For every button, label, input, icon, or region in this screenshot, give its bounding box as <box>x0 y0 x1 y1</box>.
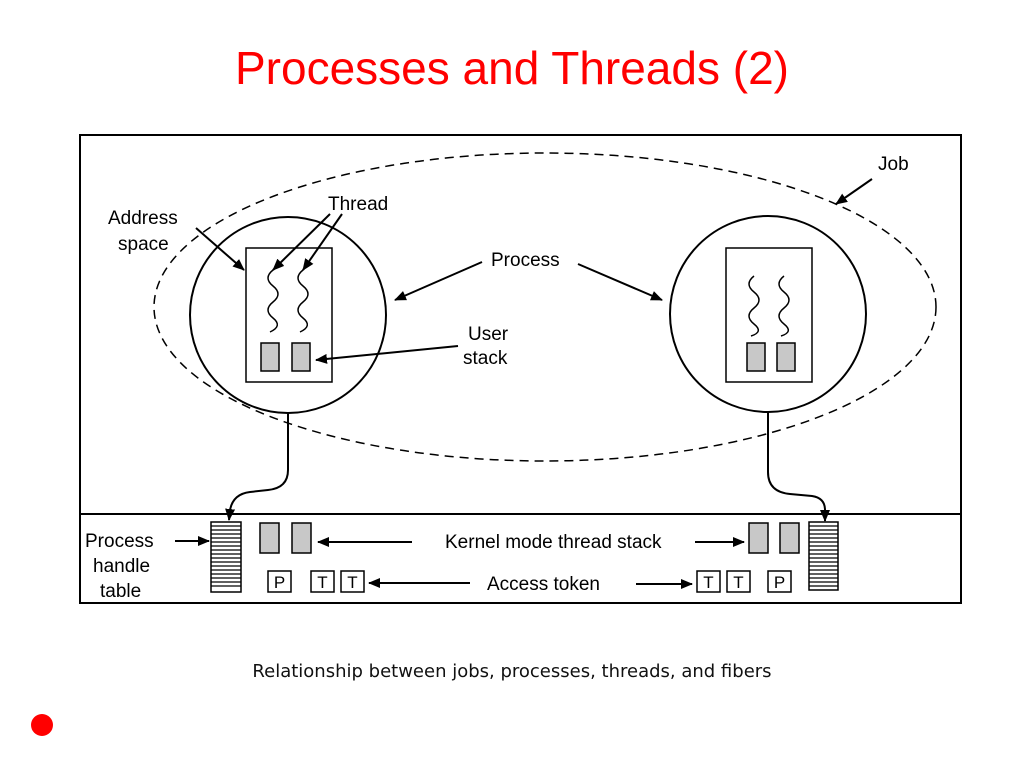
process-handle-table-left <box>210 521 242 593</box>
slide-title: Processes and Threads (2) <box>235 42 789 94</box>
kernel-mode-thread-stack-label: Kernel mode thread stack <box>445 532 662 553</box>
user-stack <box>291 342 311 372</box>
thread-label: Thread <box>328 194 388 215</box>
job-boundary <box>153 152 937 462</box>
kernel-stack <box>259 522 280 554</box>
token-label: T <box>703 573 713 592</box>
user-stack-label: stack <box>463 348 508 369</box>
user-stack <box>260 342 280 372</box>
kernel-stack <box>779 522 800 554</box>
process-handle-table-label: Process <box>85 531 154 552</box>
address-space-label: Address <box>108 208 178 229</box>
handle-table-connector-left <box>225 413 289 521</box>
arrow-user-stack <box>315 345 459 364</box>
kernel-stack <box>748 522 769 554</box>
access-tokens-left: P T T <box>267 570 365 593</box>
process-left <box>189 216 387 414</box>
kernel-stack <box>291 522 312 554</box>
user-stack <box>746 342 766 372</box>
access-token-label: Access token <box>487 574 600 595</box>
handle-table-connector-right <box>767 412 830 522</box>
address-space-label: space <box>118 234 169 255</box>
thread-squiggle <box>267 269 279 333</box>
token-label: T <box>347 573 357 592</box>
arrow-process-right <box>577 263 663 301</box>
token-label: P <box>774 573 785 592</box>
arrow-thread <box>302 213 343 271</box>
thread-squiggle <box>748 275 760 337</box>
user-stack <box>776 342 796 372</box>
token-label: P <box>274 573 285 592</box>
thread-squiggle <box>297 269 309 333</box>
thread-squiggle <box>778 275 790 337</box>
user-stack-label: User <box>468 324 509 345</box>
job-label: Job <box>878 154 909 175</box>
diagram-frame <box>79 134 962 604</box>
arrow-address-space <box>195 227 245 271</box>
figure-caption: Relationship between jobs, processes, th… <box>252 661 772 682</box>
arrow-job <box>835 178 873 205</box>
process-handle-table-label: handle <box>93 556 150 577</box>
access-tokens-right: T T P <box>696 570 792 593</box>
slide-bullet <box>31 714 53 736</box>
process-handle-table-right <box>808 521 839 591</box>
arrow-thread <box>272 213 331 271</box>
arrow-process-left <box>394 261 483 301</box>
token-label: T <box>317 573 327 592</box>
address-space-box <box>725 247 813 383</box>
process-handle-table-label: table <box>100 581 141 602</box>
process-label: Process <box>491 250 560 271</box>
token-label: T <box>733 573 743 592</box>
address-space-box <box>245 247 333 383</box>
process-right <box>669 215 867 413</box>
